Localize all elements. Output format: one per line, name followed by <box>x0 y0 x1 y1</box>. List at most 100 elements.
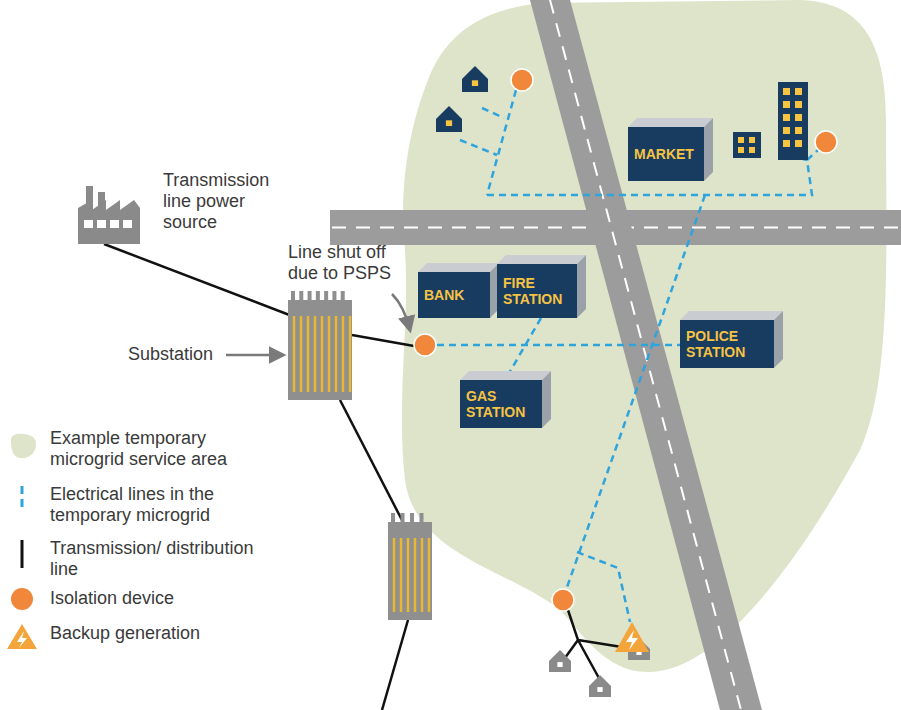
substation-icon <box>335 316 338 392</box>
microgrid-line <box>437 90 818 622</box>
substation-icon <box>288 300 352 400</box>
building-icon <box>783 101 790 108</box>
isolation-device <box>414 69 837 611</box>
house-icon <box>462 66 488 92</box>
legend-swatch <box>8 428 40 468</box>
isolation-device <box>511 69 533 91</box>
substation-icon <box>393 538 396 612</box>
substation-icon <box>300 316 303 392</box>
substation-icon <box>401 513 405 523</box>
legend-item: Electrical lines in the temporary microg… <box>8 484 268 528</box>
pointer-arrow <box>226 294 410 355</box>
microgrid-line <box>437 344 680 347</box>
road <box>330 0 901 710</box>
legend-item: Transmission/ distribution line <box>8 538 268 582</box>
legend-sample <box>21 486 24 512</box>
building-label: FIRE STATION <box>503 275 571 307</box>
substation-icon <box>410 513 414 523</box>
annotation: Line shut off due to PSPS <box>288 242 408 284</box>
legend-swatch <box>8 588 40 628</box>
microgrid-line <box>505 318 541 380</box>
legend-sample <box>11 434 36 458</box>
substation-icon <box>342 316 345 392</box>
transmission-line <box>382 620 408 710</box>
house-icon <box>462 66 488 92</box>
substation-icon <box>414 538 417 612</box>
power-plant-icon <box>78 200 140 244</box>
microgrid-line <box>460 90 516 195</box>
substation-icon <box>400 538 403 612</box>
box-faces <box>542 371 551 428</box>
transmission-line <box>340 400 404 524</box>
isolation-device <box>552 589 574 611</box>
substation-icon <box>314 316 317 392</box>
building-icon <box>783 88 790 95</box>
legend-swatch <box>8 623 40 663</box>
building-icon <box>749 137 755 143</box>
building-icon <box>795 101 802 108</box>
substation-icon <box>421 538 424 612</box>
building-label: GAS STATION <box>466 388 536 420</box>
substation-icon <box>321 316 324 392</box>
substation-icon <box>293 316 296 392</box>
house-icon <box>436 106 462 132</box>
box-faces <box>460 371 551 380</box>
building-icon <box>795 114 802 121</box>
backup-generation-icon <box>626 630 638 650</box>
building-icon <box>738 137 744 143</box>
legend-text: Isolation device <box>50 588 260 609</box>
legend-swatch <box>8 484 40 524</box>
transmission-line <box>352 335 414 346</box>
legend-text: Backup generation <box>50 623 260 644</box>
isolation-device <box>414 334 436 356</box>
microgrid-line <box>566 195 705 590</box>
box-faces <box>628 118 713 127</box>
annotation: Substation <box>128 344 224 365</box>
substation-icon <box>328 316 331 392</box>
house-icon <box>597 687 602 692</box>
isolation-device <box>815 131 837 153</box>
building-icon <box>749 147 755 153</box>
substation-icon <box>307 316 310 392</box>
building-box: MARKET <box>628 127 704 181</box>
power-plant-icon <box>110 220 119 228</box>
substation-icon <box>349 316 352 392</box>
building-icon <box>795 127 802 134</box>
legend-sample <box>7 624 37 649</box>
building-box: GAS STATION <box>460 380 542 428</box>
power-plant-icon <box>123 220 132 228</box>
substation-icon <box>407 538 410 612</box>
house-icon <box>589 675 611 697</box>
building-icon <box>738 147 744 153</box>
substation-icon <box>341 291 345 301</box>
pointer-arrow <box>226 354 283 357</box>
transmission-line <box>562 610 628 680</box>
power-plant-icon <box>78 186 140 244</box>
substation-icon <box>308 291 312 301</box>
pointer-arrow <box>392 294 410 330</box>
box-faces <box>704 118 713 181</box>
box-faces <box>418 263 499 272</box>
legend-sample <box>21 540 24 568</box>
legend-text: Example temporary microgrid service area <box>50 428 260 470</box>
substation-icon <box>324 291 328 301</box>
building-label: MARKET <box>634 146 698 162</box>
house-icon <box>549 650 571 672</box>
substation-icon <box>428 538 431 612</box>
box-faces <box>680 311 783 320</box>
building-label: BANK <box>424 287 484 303</box>
substation-icon <box>316 291 320 301</box>
substation-icon <box>391 513 395 523</box>
house-icon <box>436 106 462 132</box>
house-icon <box>446 120 452 126</box>
annotation-text: Line shut off due to PSPS <box>288 242 408 284</box>
house-icon <box>589 675 611 697</box>
power-plant-icon <box>84 220 93 228</box>
legend-text: Transmission/ distribution line <box>50 538 260 580</box>
annotation: Transmission line power source <box>163 170 288 233</box>
backup-generation-icon <box>615 622 649 652</box>
substation-icon <box>288 291 352 400</box>
legend-text: Electrical lines in the temporary microg… <box>50 484 260 526</box>
substation-icon <box>388 522 432 620</box>
substation-icon <box>299 291 303 301</box>
